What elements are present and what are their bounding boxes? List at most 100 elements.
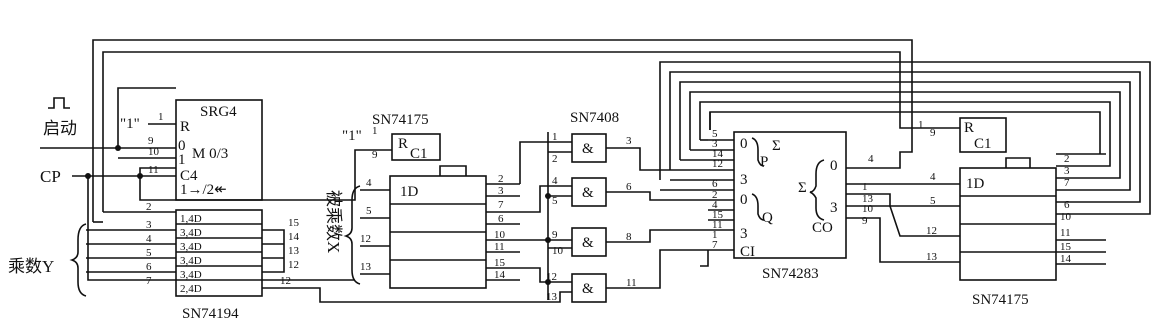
svg-text:0: 0 [740,192,748,208]
svg-text:Σ: Σ [772,138,781,154]
svg-text:2: 2 [1064,153,1070,165]
srg4-c4: C4 [180,168,198,184]
srg4-mode: M 0/3 [192,146,228,162]
srg-right-pins: 15 14 13 12 12 [262,217,572,303]
multiplier-label: 乘数Y [8,257,54,276]
svg-text:3: 3 [146,219,152,231]
srg4-name: SRG4 [200,104,237,120]
svg-text:14: 14 [494,269,506,281]
svg-text:5: 5 [146,247,152,259]
svg-text:15: 15 [494,257,506,269]
start-input: 启动 [40,87,176,159]
svg-text:7: 7 [712,239,718,251]
sn74175a-part: SN74175 [372,112,429,128]
svg-text:3: 3 [498,185,504,197]
multiplicand-label: 被乘数X [324,190,343,253]
register-a-outputs: 2 3 7 6 10 11 15 14 [486,132,572,300]
svg-text:4: 4 [930,171,936,183]
svg-text:5: 5 [552,195,558,207]
start-label: 启动 [43,119,77,138]
svg-text:3,4D: 3,4D [180,241,202,253]
svg-text:1,4D: 1,4D [180,213,202,225]
adder-left-pins: 5 3 14 12 6 2 4 15 11 1 7 [660,112,734,267]
multiplier-inputs: 乘数Y 2 3 4 5 6 7 [8,201,176,297]
svg-text:11: 11 [626,277,637,289]
svg-text:2: 2 [146,201,152,213]
svg-text:"1": "1" [342,128,362,144]
svg-text:1D: 1D [966,176,985,192]
svg-text:11: 11 [148,164,159,176]
svg-text:1: 1 [552,131,558,143]
svg-text:0: 0 [830,158,838,174]
svg-text:1D: 1D [400,184,419,200]
svg-text:10: 10 [1060,211,1072,223]
svg-text:3: 3 [1064,165,1070,177]
svg-text:2: 2 [552,153,558,165]
sn74175-register-b: 1 9 R C1 1D SN74175 4 5 12 13 [918,117,1057,308]
svg-text:&: & [582,281,594,297]
svg-text:5: 5 [712,128,718,140]
svg-text:10: 10 [494,229,506,241]
sn74175b-part: SN74175 [972,292,1029,308]
svg-text:10: 10 [148,146,160,158]
svg-text:1: 1 [712,229,718,241]
svg-text:12: 12 [360,233,371,245]
feedback-wires [92,39,1151,222]
svg-text:14: 14 [712,148,724,160]
svg-text:3,4D: 3,4D [180,227,202,239]
svg-text:14: 14 [288,231,300,243]
svg-text:1: 1 [372,125,378,137]
adder-right-pins: 4 1 13 10 9 [846,140,960,263]
sn7408-and-gates: SN7408 & & & & 1 2 4 5 9 10 12 13 3 6 8 … [546,110,708,303]
svg-text:9: 9 [552,229,558,241]
svg-text:2,4D: 2,4D [180,283,202,295]
sn74283-part: SN74283 [762,266,819,282]
svg-text:11: 11 [712,219,723,231]
svg-text:3,4D: 3,4D [180,269,202,281]
svg-text:&: & [582,185,594,201]
sn74194-part: SN74194 [182,306,239,322]
svg-text:2: 2 [712,189,718,201]
svg-text:&: & [582,235,594,251]
srg4-r: R [180,119,190,135]
svg-text:7: 7 [1064,177,1070,189]
svg-text:9: 9 [148,135,154,147]
svg-text:3: 3 [626,135,632,147]
svg-text:13: 13 [360,261,372,273]
svg-text:15: 15 [712,209,724,221]
svg-text:5: 5 [930,195,936,207]
svg-text:Q: Q [762,210,773,226]
svg-text:R: R [398,136,408,152]
svg-text:12: 12 [280,275,291,287]
sn74194-shift-register: SRG4 R 0 1 M 0/3 C4 1→/2↞ 1,4D 3,4D 3,4D… [148,99,263,322]
svg-text:6: 6 [146,261,152,273]
svg-text:10: 10 [862,203,874,215]
svg-text:&: & [582,141,594,157]
svg-text:CO: CO [812,220,833,236]
multiplicand-inputs: 被乘数X 4 5 12 13 [324,177,390,285]
svg-text:12: 12 [288,259,299,271]
sn74175-register-a: SN74175 "1" R C1 1 9 1D [139,112,487,289]
svg-text:11: 11 [494,241,505,253]
svg-text:11: 11 [1060,227,1071,239]
svg-text:10: 10 [552,245,564,257]
svg-text:8: 8 [626,231,632,243]
svg-text:4: 4 [552,175,558,187]
svg-text:4: 4 [146,233,152,245]
srg4-m0: 0 [178,138,186,154]
svg-text:Σ: Σ [798,180,807,196]
svg-text:4: 4 [712,199,718,211]
svg-text:1: 1 [918,119,924,131]
svg-text:P: P [760,154,768,170]
svg-text:5: 5 [366,205,372,217]
sn7408-part: SN7408 [570,110,619,126]
svg-text:3: 3 [740,172,748,188]
svg-text:12: 12 [546,271,557,283]
svg-text:4: 4 [868,153,874,165]
svg-text:3,4D: 3,4D [180,255,202,267]
svg-text:13: 13 [862,193,874,205]
svg-text:13: 13 [546,291,558,303]
clock-input: CP [40,167,355,281]
svg-text:12: 12 [926,225,937,237]
